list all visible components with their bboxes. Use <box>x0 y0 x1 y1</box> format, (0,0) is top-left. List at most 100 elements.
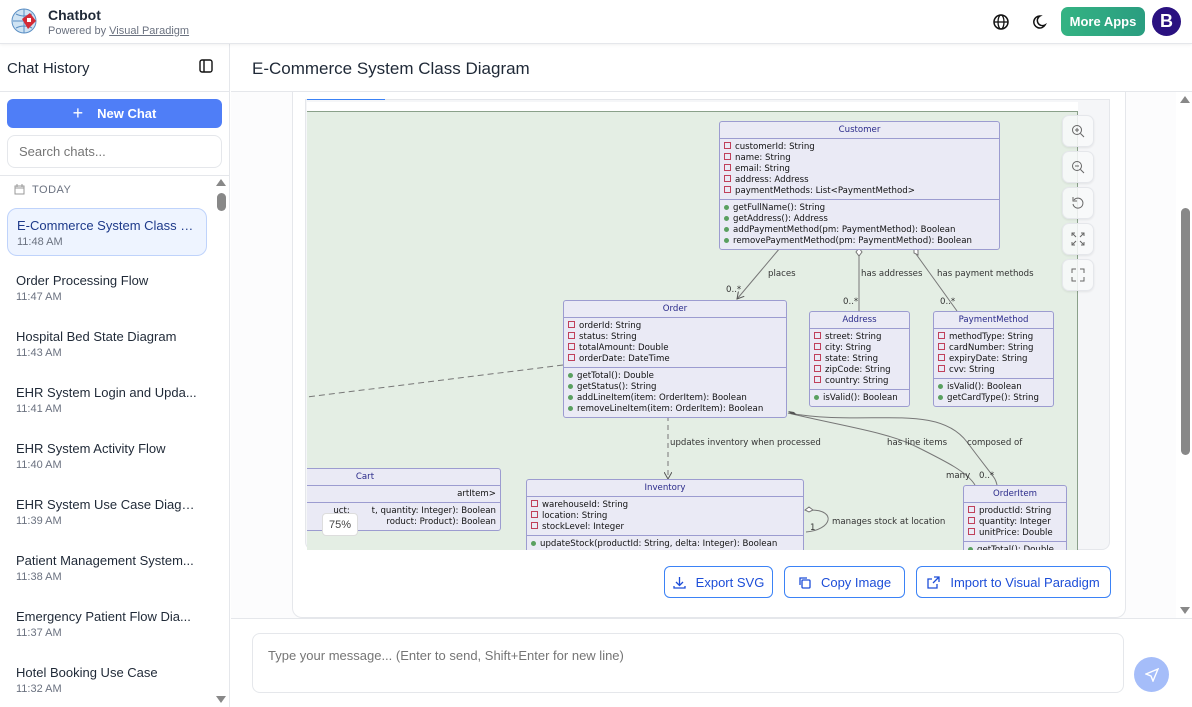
method: isValid(): Boolean <box>814 393 909 404</box>
zoom-out-button[interactable] <box>1062 151 1094 183</box>
methods: getTotal(): Double <box>964 542 1066 550</box>
attribute: cardNumber: String <box>938 343 1053 354</box>
attribute: totalAmount: Double <box>568 343 786 354</box>
method: addPaymentMethod(pm: PaymentMethod): Boo… <box>724 225 999 236</box>
main-scroll-up-arrow[interactable] <box>1180 96 1190 103</box>
attribute: unitPrice: Double <box>968 528 1066 539</box>
attribute: status: String <box>568 332 786 343</box>
sidebar-scrollbar-thumb[interactable] <box>217 193 226 211</box>
scroll-down-arrow[interactable] <box>216 696 226 703</box>
method: isValid(): Boolean <box>938 382 1053 393</box>
fit-button[interactable] <box>1062 223 1094 255</box>
label-has-payment: has payment methods <box>937 269 1034 279</box>
label-many: many <box>946 471 970 481</box>
method: addLineItem(item: OrderItem): Boolean <box>568 393 786 404</box>
attribute: country: String <box>814 376 909 387</box>
powered-by-text: Powered by <box>48 25 107 37</box>
copy-image-button[interactable]: Copy Image <box>784 566 905 598</box>
visual-paradigm-link[interactable]: Visual Paradigm <box>109 25 190 37</box>
attribute: state: String <box>814 354 909 365</box>
chat-history-item[interactable]: EHR System Login and Upda...11:41 AM <box>7 376 207 424</box>
sidebar: Chat History +New Chat TODAY E-Commerce … <box>0 44 230 707</box>
aggregation-diamond-icon <box>855 247 863 257</box>
import-label: Import to Visual Paradigm <box>950 574 1100 590</box>
main-scroll-down-arrow[interactable] <box>1180 607 1190 614</box>
edge-dashed-cart-order <box>307 364 564 398</box>
user-avatar[interactable]: B <box>1152 7 1181 36</box>
chat-title: EHR System Activity Flow <box>16 441 166 456</box>
attribute: cvv: String <box>938 365 1053 376</box>
zoom-in-icon <box>1072 125 1085 138</box>
composition-diamond-icon <box>788 411 797 415</box>
import-visual-paradigm-button[interactable]: Import to Visual Paradigm <box>916 566 1111 598</box>
label-places: places <box>768 269 796 279</box>
diagram-canvas[interactable]: places 0..* has addresses 0..* has payme… <box>307 111 1078 550</box>
scroll-up-arrow[interactable] <box>216 179 226 186</box>
edge-has-payment <box>915 253 958 312</box>
attribute: productId: String <box>968 506 1066 517</box>
chat-history-item[interactable]: Emergency Patient Flow Dia...11:37 AM <box>7 600 207 648</box>
fullscreen-button[interactable] <box>1062 259 1094 291</box>
search-chats-input[interactable] <box>7 135 222 168</box>
chat-time: 11:37 AM <box>16 627 62 639</box>
class-name: Customer <box>720 122 999 139</box>
aggregation-diamond-icon <box>804 506 814 513</box>
zoom-in-button[interactable] <box>1062 115 1094 147</box>
send-button[interactable] <box>1134 657 1169 692</box>
main-scrollbar-thumb[interactable] <box>1181 208 1190 455</box>
attribute: address: Address <box>724 175 999 186</box>
copy-icon <box>799 576 811 589</box>
download-icon <box>673 576 686 589</box>
class-name: OrderItem <box>964 486 1066 503</box>
export-svg-button[interactable]: Export SVG <box>664 566 773 598</box>
more-apps-button[interactable]: More Apps <box>1061 7 1145 36</box>
calendar-icon <box>14 184 25 195</box>
label-updates: updates inventory when processed <box>670 438 821 448</box>
reset-zoom-button[interactable] <box>1062 187 1094 219</box>
mult-one: 1 <box>810 523 815 533</box>
label-manages: manages stock at location <box>832 517 945 527</box>
chat-history-item[interactable]: Patient Management System...11:38 AM <box>7 544 207 592</box>
zoom-level-badge: 75% <box>322 513 358 536</box>
chat-time: 11:43 AM <box>16 347 62 359</box>
powered-by: Powered by Visual Paradigm <box>48 25 189 37</box>
methods: isValid(): Boolean <box>810 390 909 406</box>
dark-mode-moon-icon[interactable] <box>1029 13 1047 31</box>
attribute: stockLevel: Integer <box>531 522 803 533</box>
mult-composed: 0..* <box>979 471 995 481</box>
chat-time: 11:40 AM <box>16 459 62 471</box>
attribute: name: String <box>724 153 999 164</box>
chat-title: EHR System Login and Upda... <box>16 385 197 400</box>
method: getFullName(): String <box>724 203 999 214</box>
new-chat-button[interactable]: +New Chat <box>7 99 222 128</box>
chat-history-item[interactable]: E-Commerce System Class Di...11:48 AM <box>7 208 207 256</box>
mult-payment: 0..* <box>940 297 956 307</box>
message-input[interactable] <box>252 633 1124 693</box>
label-line-items: has line items <box>887 438 948 448</box>
method: roduct: Product): Boolean <box>386 517 496 527</box>
globe-icon[interactable] <box>992 13 1010 31</box>
attribute: location: String <box>531 511 803 522</box>
fullscreen-icon <box>1071 268 1085 282</box>
methods: updateStock(productId: String, delta: In… <box>527 536 803 550</box>
chat-history-item[interactable]: EHR System Activity Flow 11:40 AM <box>7 432 207 480</box>
attribute: paymentMethods: List<PaymentMethod> <box>724 186 999 197</box>
edge-places <box>737 247 781 299</box>
toggle-sidebar-icon[interactable] <box>199 59 214 74</box>
attribute: expiryDate: String <box>938 354 1053 365</box>
